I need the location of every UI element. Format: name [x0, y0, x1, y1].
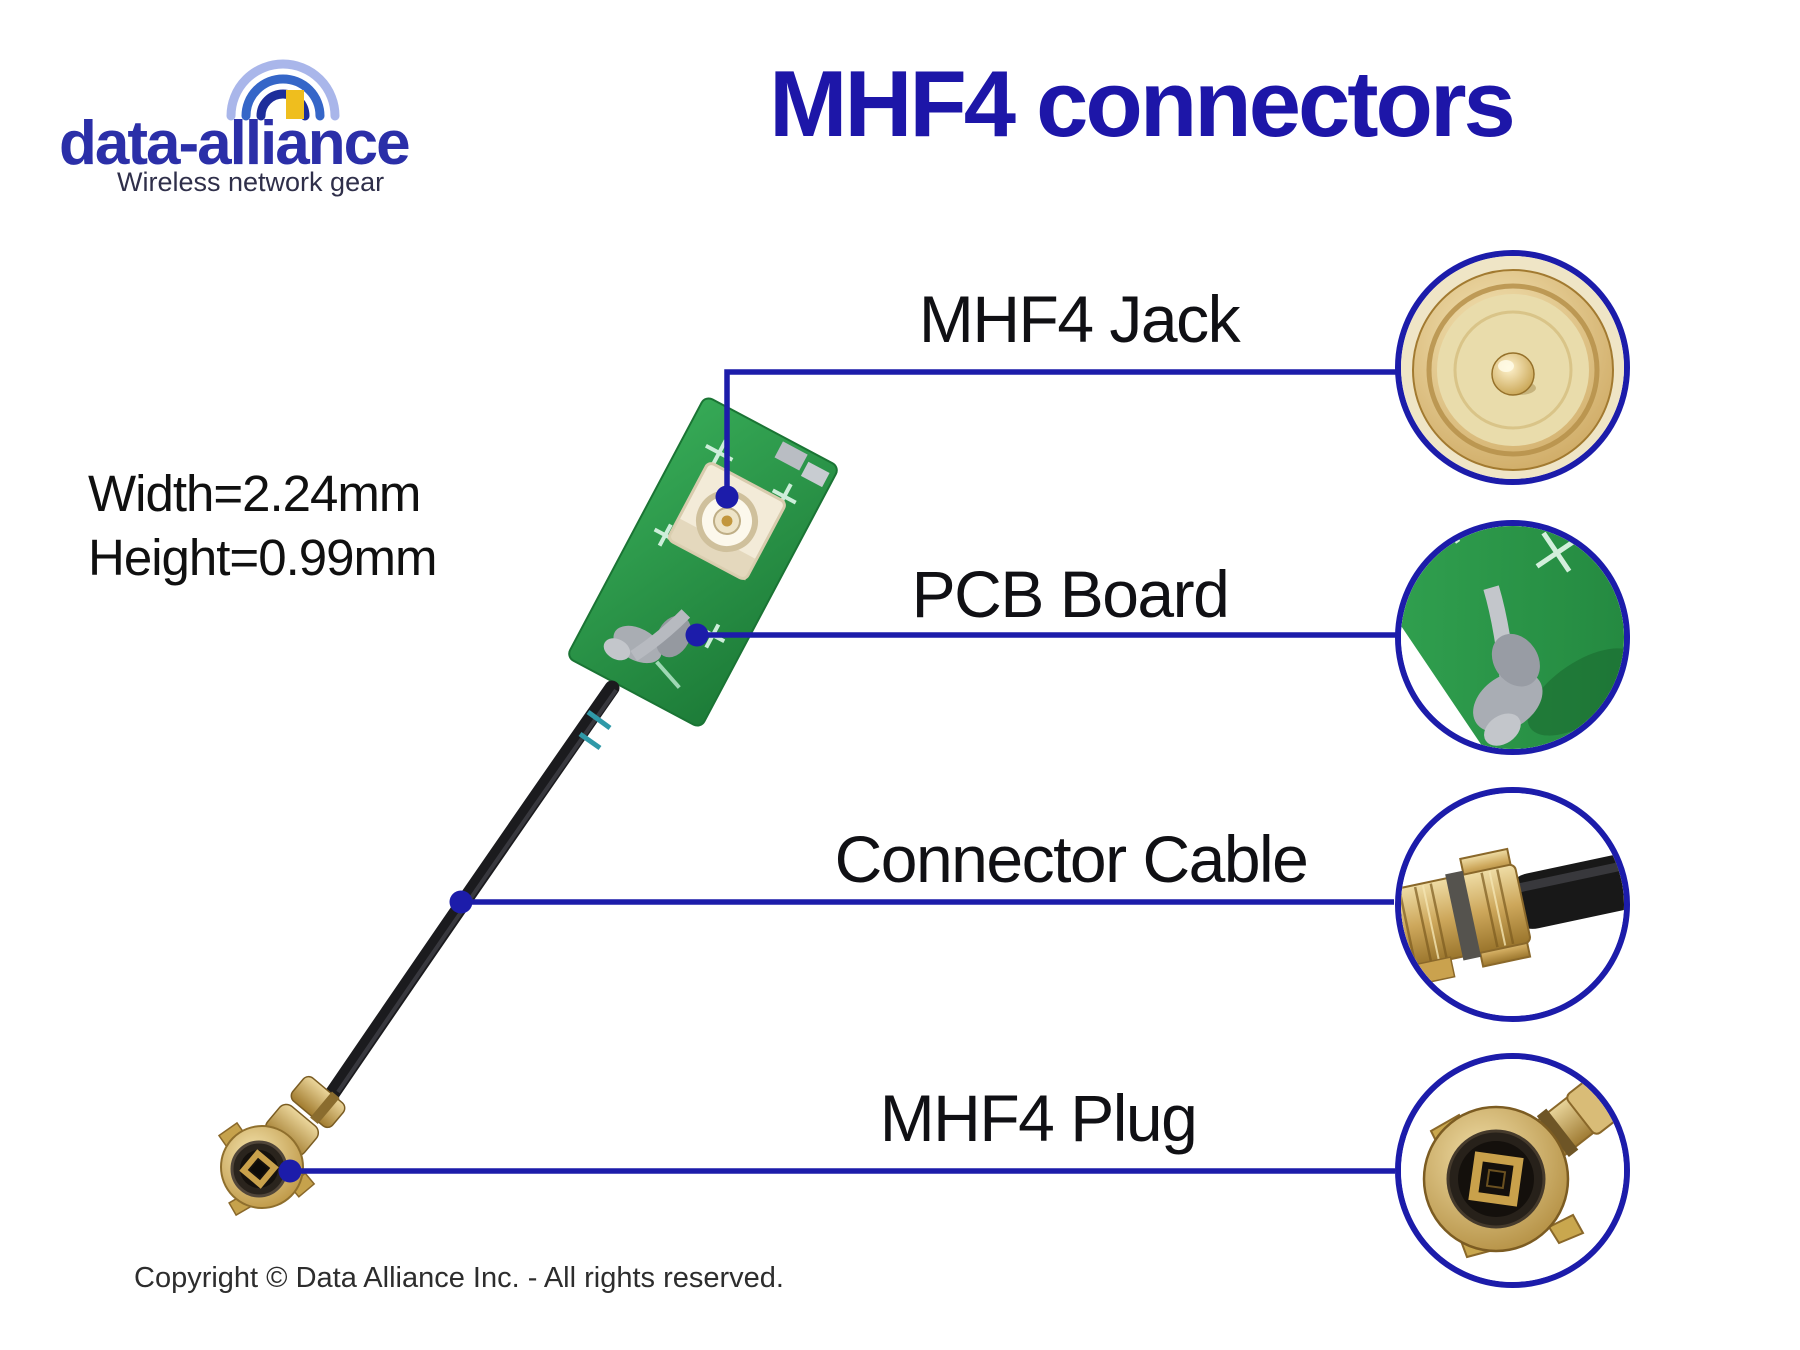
- callout-label-mhf4-jack: MHF4 Jack: [918, 282, 1241, 356]
- mhf4-jack-closeup: [1395, 250, 1630, 485]
- spec-width: Width=2.24mm: [88, 465, 421, 522]
- callout-dot-mhf4-plug: [278, 1159, 302, 1183]
- logo-yellow-dot: [286, 90, 304, 119]
- logo-tagline-text: Wireless network gear: [117, 167, 384, 197]
- dimension-specs: Width=2.24mm Height=0.99mm: [88, 462, 437, 590]
- callout-line-mhf4-jack: [724, 369, 1400, 497]
- product-photo: [217, 397, 838, 1217]
- callout-dot-pcb-board: [685, 623, 709, 647]
- cable-photo: [324, 680, 620, 1102]
- callout-label-pcb-board: PCB Board: [911, 557, 1230, 631]
- spec-height: Height=0.99mm: [88, 529, 437, 586]
- pcb-board-photo: [568, 397, 838, 727]
- callout-label-mhf4-plug: MHF4 Plug: [879, 1081, 1198, 1155]
- mhf4-plug-closeup: [1395, 1053, 1630, 1288]
- callout-label-connector-cable: Connector Cable: [834, 822, 1309, 896]
- callout-dot-connector-cable: [449, 890, 473, 914]
- copyright-text: Copyright © Data Alliance Inc. - All rig…: [134, 1262, 784, 1294]
- brand-logo: data-alliance Wireless network gear: [55, 33, 465, 201]
- callout-lines: [290, 369, 1400, 1174]
- callout-dots: [278, 485, 739, 1183]
- connector-cable-closeup: [1395, 787, 1630, 1022]
- plug-photo: [217, 1075, 346, 1217]
- solder-joint-photo: [603, 609, 692, 664]
- callout-dot-mhf4-jack: [715, 485, 739, 509]
- smd-jack-photo: [667, 462, 786, 581]
- pcb-board-closeup: [1395, 520, 1630, 755]
- page-title: MHF4 connectors: [769, 51, 1516, 156]
- logo-brand-text: data-alliance: [59, 109, 409, 178]
